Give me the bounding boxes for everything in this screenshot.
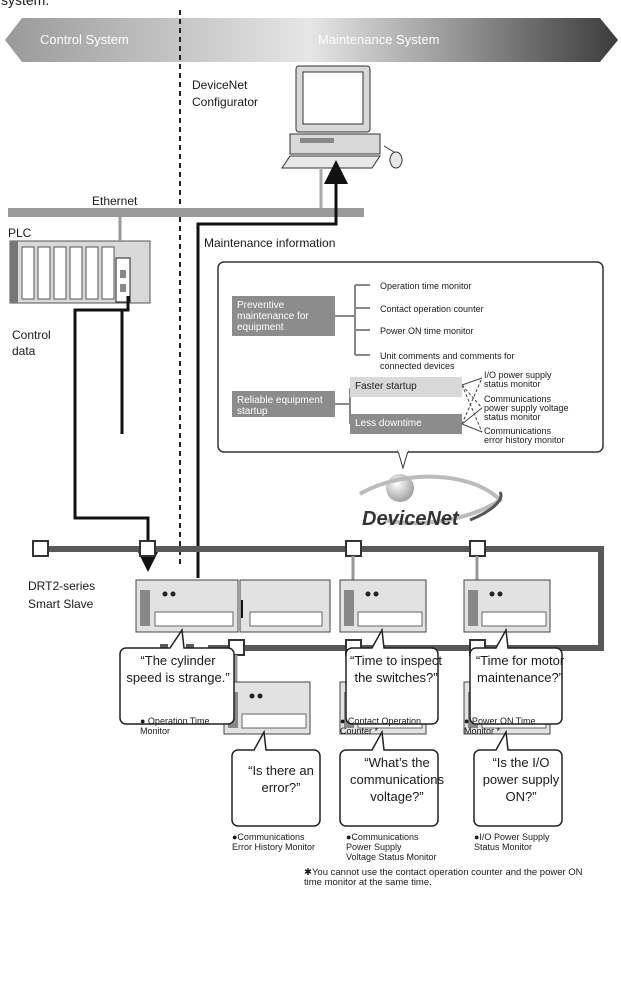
caption-comm-voltage-3: Voltage Status Monitor bbox=[346, 852, 437, 862]
monitor-links bbox=[461, 377, 483, 433]
caption-operation-time-2: Monitor bbox=[140, 726, 171, 736]
control-system-label: Control System bbox=[40, 32, 129, 47]
slave-label-2: Smart Slave bbox=[28, 597, 94, 611]
bubble-error: “Is there an error?” bbox=[248, 763, 314, 795]
io-power-monitor-2: status monitor bbox=[484, 379, 541, 389]
bubble-cylinder-speed: “The cylinder speed is strange.” bbox=[126, 653, 230, 685]
comm-voltage-monitor-3: status monitor bbox=[484, 412, 541, 422]
preventive-line-3: equipment bbox=[237, 322, 284, 333]
caption-contact-operation-1: ● Contact Operation bbox=[340, 716, 421, 726]
caption-io-power: ●I/O Power Supply Status Monitor bbox=[474, 832, 549, 852]
ethernet-label: Ethernet bbox=[92, 194, 138, 208]
caption-contact-operation: ● Contact Operation Counter * bbox=[340, 716, 421, 736]
maintenance-info-label: Maintenance information bbox=[204, 236, 336, 250]
bubble-motor-maintenance: “Time for motor maintenance?” bbox=[475, 653, 565, 685]
caption-comm-error-1: ●Communications bbox=[232, 832, 305, 842]
control-data-arrow bbox=[73, 296, 160, 572]
caption-io-power-1: ●I/O Power Supply bbox=[474, 832, 550, 842]
comm-voltage-monitor-2: power supply voltage bbox=[484, 403, 569, 413]
caption-operation-time: ● Operation Time Monitor bbox=[140, 716, 209, 736]
unit-comments-item-2: connected devices bbox=[380, 361, 455, 371]
configurator-label-1: DeviceNet bbox=[192, 78, 248, 92]
slave-unit-3 bbox=[463, 579, 551, 633]
bubble-io-power: “Is the I/O power supply ON?” bbox=[482, 755, 560, 804]
footnote-line-1: ✱You cannot use the contact operation co… bbox=[304, 867, 583, 878]
slave-unit-1 bbox=[135, 579, 331, 633]
caption-comm-voltage: ●Communications Power Supply Voltage Sta… bbox=[346, 832, 437, 862]
ethernet-bus bbox=[8, 208, 364, 217]
faster-startup-box: Faster startup bbox=[350, 377, 462, 397]
caption-power-on-2: Monitor * bbox=[464, 726, 501, 736]
unit-comments-item-1: Unit comments and comments for bbox=[380, 351, 515, 361]
caption-power-on-1: ● Power ON Time bbox=[464, 716, 536, 726]
caption-power-on: ● Power ON Time Monitor * bbox=[464, 716, 535, 736]
maintenance-info-arrow bbox=[196, 160, 348, 578]
reliable-line-1: Reliable equipment bbox=[237, 395, 323, 406]
caption-comm-error-2: Error History Monitor bbox=[232, 842, 316, 852]
bubble-inspect-switches: “Time to inspect the switches?” bbox=[350, 653, 442, 685]
devicenet-logo-text: DeviceNet bbox=[362, 508, 459, 530]
configurator-label-2: Configurator bbox=[192, 95, 259, 109]
footnote-line-2: time monitor at the same time. bbox=[304, 877, 432, 888]
header-fragment: system. bbox=[1, 0, 50, 8]
reliable-line-2: startup bbox=[237, 406, 268, 417]
caption-comm-voltage-2: Power Supply bbox=[346, 842, 402, 852]
maintenance-system-label: Maintenance System bbox=[318, 32, 440, 47]
preventive-bracket bbox=[335, 284, 370, 356]
control-system-arrow bbox=[5, 18, 310, 62]
power-on-item: Power ON time monitor bbox=[380, 326, 474, 336]
less-downtime-box: Less downtime bbox=[350, 414, 462, 434]
caption-comm-error: ●Communications Error History Monitor bbox=[232, 832, 315, 852]
slave-unit-2 bbox=[339, 579, 427, 633]
preventive-line-2: maintenance for bbox=[237, 311, 309, 322]
maintenance-system-arrow bbox=[310, 18, 618, 62]
control-data-label-2: data bbox=[12, 344, 36, 358]
slave-unit-4 bbox=[223, 681, 311, 735]
control-data-label-1: Control bbox=[12, 328, 51, 342]
comm-voltage-monitor-1: Communications bbox=[484, 394, 552, 404]
computer-icon bbox=[281, 65, 403, 169]
caption-operation-time-1: ● Operation Time bbox=[140, 716, 210, 726]
io-power-monitor-1: I/O power supply bbox=[484, 370, 552, 380]
speech-bubble-shapes bbox=[119, 627, 563, 827]
devicenet-logo-icon bbox=[358, 474, 504, 526]
plc-icon bbox=[9, 240, 151, 304]
operation-time-item: Operation time monitor bbox=[380, 281, 472, 291]
contact-counter-item: Contact operation counter bbox=[380, 304, 484, 314]
reliable-startup-box: Reliable equipment startup bbox=[232, 391, 335, 417]
bubble-comm-voltage: “What’s the communications voltage?” bbox=[350, 755, 444, 804]
caption-comm-voltage-1: ●Communications bbox=[346, 832, 419, 842]
preventive-maintenance-box: Preventive maintenance for equipment bbox=[232, 296, 335, 336]
caption-contact-operation-2: Counter * bbox=[340, 726, 379, 736]
comm-error-monitor-1: Communications bbox=[484, 426, 552, 436]
info-panel-pointer bbox=[397, 450, 409, 470]
plc-label: PLC bbox=[8, 226, 32, 240]
footnote: ✱You cannot use the contact operation co… bbox=[304, 868, 583, 888]
comm-error-monitor-2: error history monitor bbox=[484, 435, 565, 445]
slave-label-1: DRT2-series bbox=[28, 579, 96, 593]
preventive-line-1: Preventive bbox=[237, 300, 285, 311]
caption-io-power-2: Status Monitor bbox=[474, 842, 533, 852]
